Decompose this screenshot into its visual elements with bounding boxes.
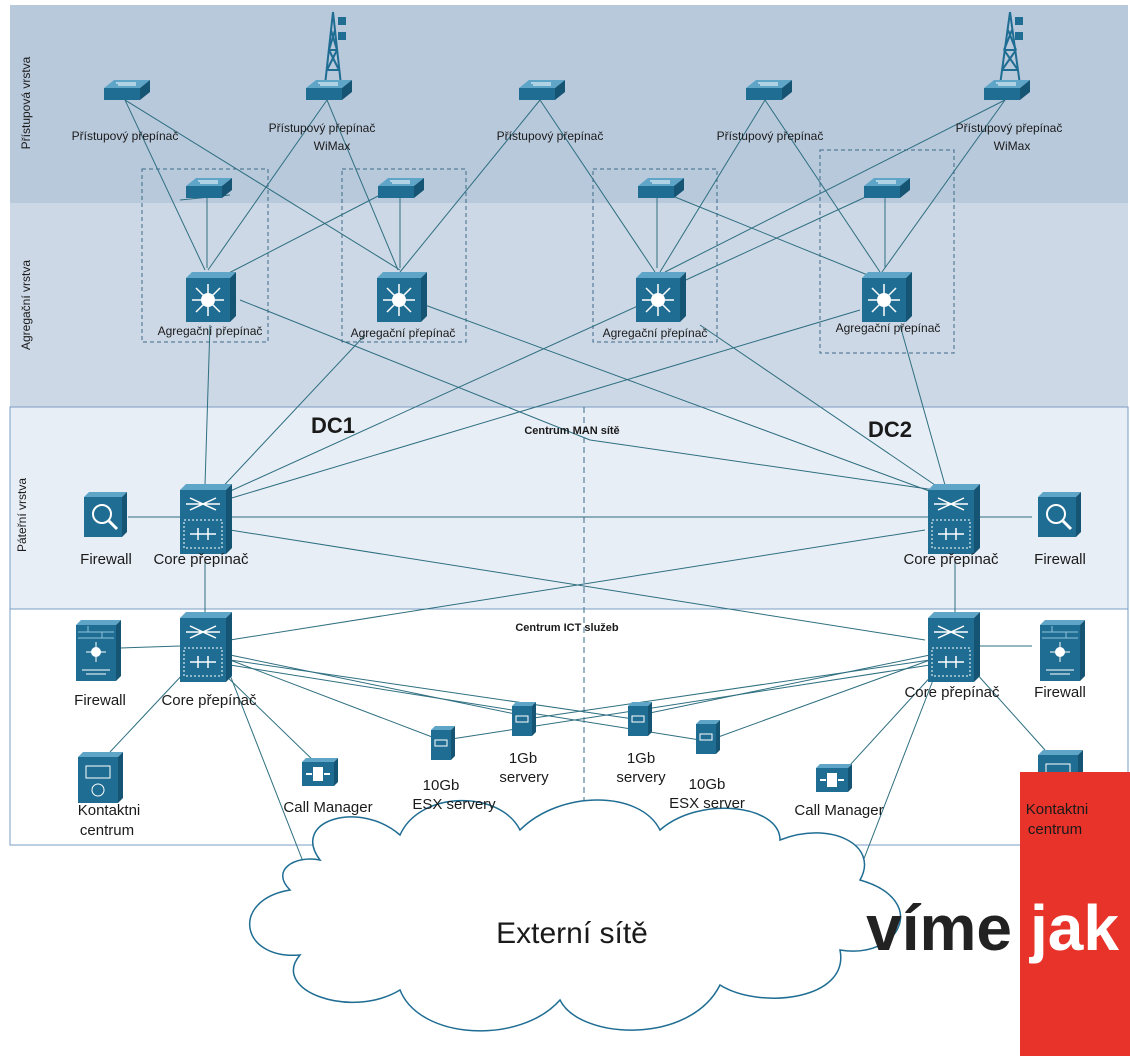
- wimax-label: WiMax: [314, 139, 351, 153]
- core-switch-label: Core přepínač: [903, 551, 999, 568]
- firewall-label: Firewall: [1034, 684, 1086, 701]
- firewall-label: Firewall: [1034, 551, 1086, 568]
- contact-center-label: centrum: [1028, 821, 1082, 838]
- core-switch-label: Core přepínač: [153, 551, 249, 568]
- servers-1gb-label: servery: [616, 769, 666, 786]
- call-manager-icons: [302, 758, 852, 792]
- firewall-label: Firewall: [74, 692, 126, 709]
- dc2-label: DC2: [868, 417, 912, 442]
- aggregation-switch-label: Agregační přepínač: [836, 321, 941, 335]
- esx-server-size: 10Gb: [689, 776, 726, 793]
- contact-center-label: Kontaktni: [78, 802, 141, 819]
- logo-word-1: víme: [866, 892, 1012, 964]
- access-switch-label: Přístupový přepínač: [497, 129, 604, 143]
- wimax-tower-icon: [999, 11, 1023, 86]
- call-manager-label: Call Manager: [283, 799, 372, 816]
- dc1-label: DC1: [311, 413, 355, 438]
- esx-servers-size: 10Gb: [423, 777, 460, 794]
- core-switch-label: Core přepínač: [161, 692, 257, 709]
- contact-center-label: Kontaktni: [1026, 801, 1089, 818]
- man-zone-title: Centrum MAN sítě: [524, 425, 619, 437]
- wimax-label: WiMax: [994, 139, 1031, 153]
- core-switch-label: Core přepínač: [904, 684, 1000, 701]
- contact-center-label: centrum: [80, 822, 134, 839]
- access-switch-wimax-label: Přístupový přepínač: [956, 121, 1063, 135]
- layer-label-access: Přístupová vrstva: [19, 56, 33, 149]
- layer-label-aggregation: Agregační vrstva: [19, 260, 33, 350]
- servers-1gb-label: servery: [499, 769, 549, 786]
- connection-lines: [109, 99, 1046, 906]
- firewall-icons: [76, 492, 1085, 681]
- call-manager-label: Call Manager: [794, 802, 883, 819]
- firewall-label: Firewall: [80, 551, 132, 568]
- esx-server-label: ESX server: [669, 795, 745, 812]
- access-switch-wimax-label: Přístupový přepínač: [269, 121, 376, 135]
- servers-1gb-size: 1Gb: [509, 750, 537, 767]
- external-networks-label: Externí sítě: [496, 917, 648, 950]
- core-switch-icons: [180, 484, 980, 682]
- aggregation-groups: [141, 149, 955, 354]
- aggregation-switch-label: Agregační přepínač: [351, 326, 456, 340]
- access-layer-band: [10, 5, 1128, 203]
- external-cloud: [249, 799, 902, 1032]
- aggregation-switch-icons: [186, 272, 912, 322]
- aggregation-switch-label: Agregační přepínač: [158, 324, 263, 338]
- layer-label-core: Páteřní vrstva: [15, 478, 29, 552]
- aggregation-switch-label: Agregační přepínač: [603, 326, 708, 340]
- access-switch-label: Přístupový přepínač: [717, 129, 824, 143]
- access-switch-label: Přístupový přepínač: [72, 129, 179, 143]
- ict-zone-title: Centrum ICT služeb: [515, 622, 619, 634]
- logo-accent: [1020, 772, 1130, 1056]
- aggregation-layer-band: [10, 203, 1128, 407]
- wimax-tower-icon: [324, 11, 346, 86]
- server-icons: [431, 702, 720, 760]
- esx-servers-label: ESX servery: [412, 796, 496, 813]
- logo-word-2: jak: [1029, 892, 1119, 964]
- access-switch-icons: [104, 80, 1030, 198]
- servers-1gb-size: 1Gb: [627, 750, 655, 767]
